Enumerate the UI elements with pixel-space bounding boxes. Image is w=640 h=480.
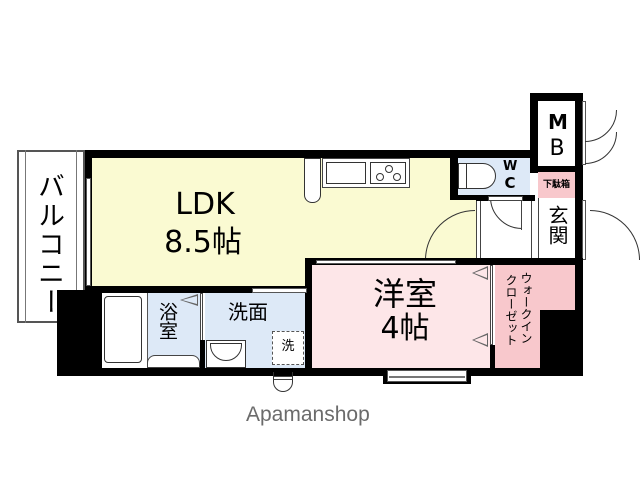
- wall-left-lower: [57, 290, 102, 375]
- balcony: バルコニー: [17, 150, 85, 323]
- wc-label-c: C: [504, 174, 516, 192]
- entrance: [538, 198, 575, 260]
- entrance-door-frame: [582, 200, 586, 260]
- wall-wc-top: [450, 150, 538, 158]
- bath-label: 浴室: [156, 302, 178, 340]
- washroom-small-door[interactable]: [273, 372, 293, 392]
- shoe-box-label: 下駄箱: [542, 180, 570, 190]
- wall-western-left: [305, 258, 312, 373]
- wic-label-line1: ウォークイン: [519, 272, 533, 344]
- mb-closet: [538, 101, 575, 166]
- wall-wc-left: [450, 150, 458, 200]
- mb-label-b: B: [549, 136, 565, 161]
- entrance-label: 玄関: [545, 205, 569, 245]
- wall-right: [575, 93, 583, 376]
- wall-mid-left: [92, 286, 312, 293]
- mb-label-m: M: [548, 110, 568, 134]
- ldk-size: 8.5帖: [164, 225, 242, 260]
- western-room: [312, 265, 492, 368]
- washer-label: 洗: [281, 339, 295, 354]
- wc-label-w: W: [503, 159, 518, 174]
- shoe-box: [538, 172, 575, 198]
- bathtub-icon: [104, 296, 142, 363]
- western-room-sliding-door[interactable]: [316, 260, 456, 264]
- watermark: Apamanshop: [246, 403, 370, 426]
- toilet-icon: [458, 163, 496, 189]
- fridge-space: [304, 158, 321, 203]
- sink-icon: [326, 162, 366, 184]
- ldk-room-lower: [92, 200, 476, 260]
- wall-mb-bottom: [530, 166, 580, 172]
- ldk-room-left-strip: [92, 258, 310, 290]
- stove-icon: [370, 162, 406, 184]
- wall-mb-top: [530, 93, 582, 101]
- washroom-label: 洗面: [228, 300, 268, 324]
- western-room-label: 洋室: [372, 275, 437, 313]
- ldk-window: [86, 178, 91, 286]
- washer-space: [272, 331, 304, 365]
- washroom-upper-window: [252, 288, 307, 293]
- wall-top-ldk: [85, 150, 455, 158]
- western-room-size: 4帖: [380, 311, 430, 346]
- ldk-label: LDK: [175, 187, 235, 222]
- wic-pillar: [540, 310, 580, 370]
- wall-mb-left: [530, 93, 538, 173]
- wall-bottom: [57, 368, 580, 376]
- wic-label-line2: クローゼット: [504, 274, 518, 346]
